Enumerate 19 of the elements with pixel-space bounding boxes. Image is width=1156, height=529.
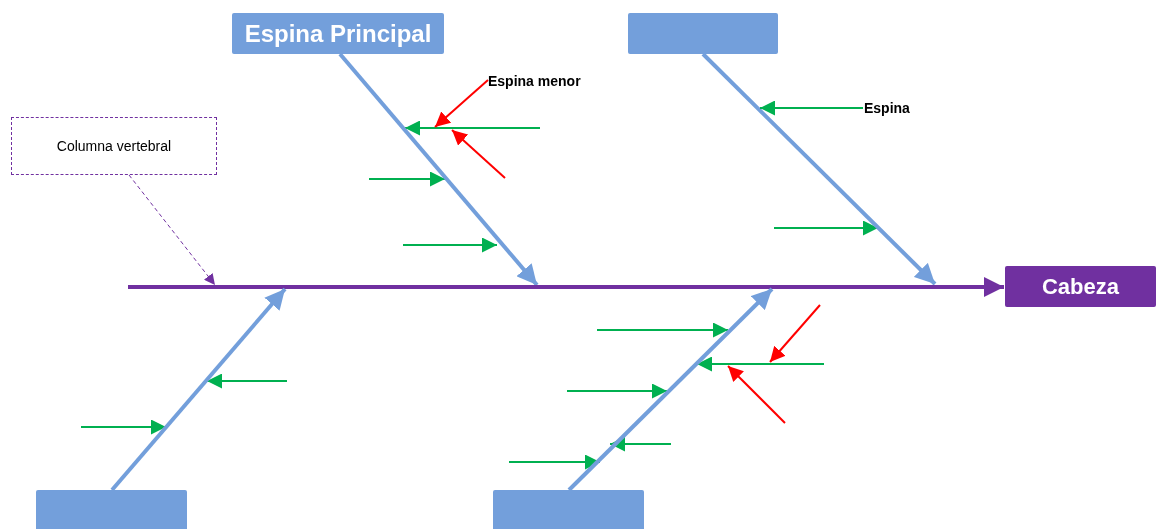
callout-text: Espina menor	[488, 73, 581, 89]
category-box	[628, 13, 778, 54]
label: Cabeza	[1041, 273, 1119, 300]
head-box	[1005, 266, 1156, 307]
arrow	[701, 52, 937, 286]
label: Espina Principal	[244, 19, 432, 48]
arrow	[338, 52, 539, 287]
callout-text: Espina	[864, 100, 910, 116]
callout-box	[11, 117, 217, 175]
category-box	[36, 490, 187, 529]
arrow	[759, 100, 864, 116]
spine-arrow	[128, 277, 1004, 297]
arrow	[567, 287, 774, 492]
arrow	[110, 287, 287, 492]
leader-line	[128, 174, 216, 286]
label: Columna vertebral	[56, 138, 172, 154]
category-box	[493, 490, 644, 529]
category-box	[232, 13, 444, 54]
arrow	[434, 79, 489, 128]
